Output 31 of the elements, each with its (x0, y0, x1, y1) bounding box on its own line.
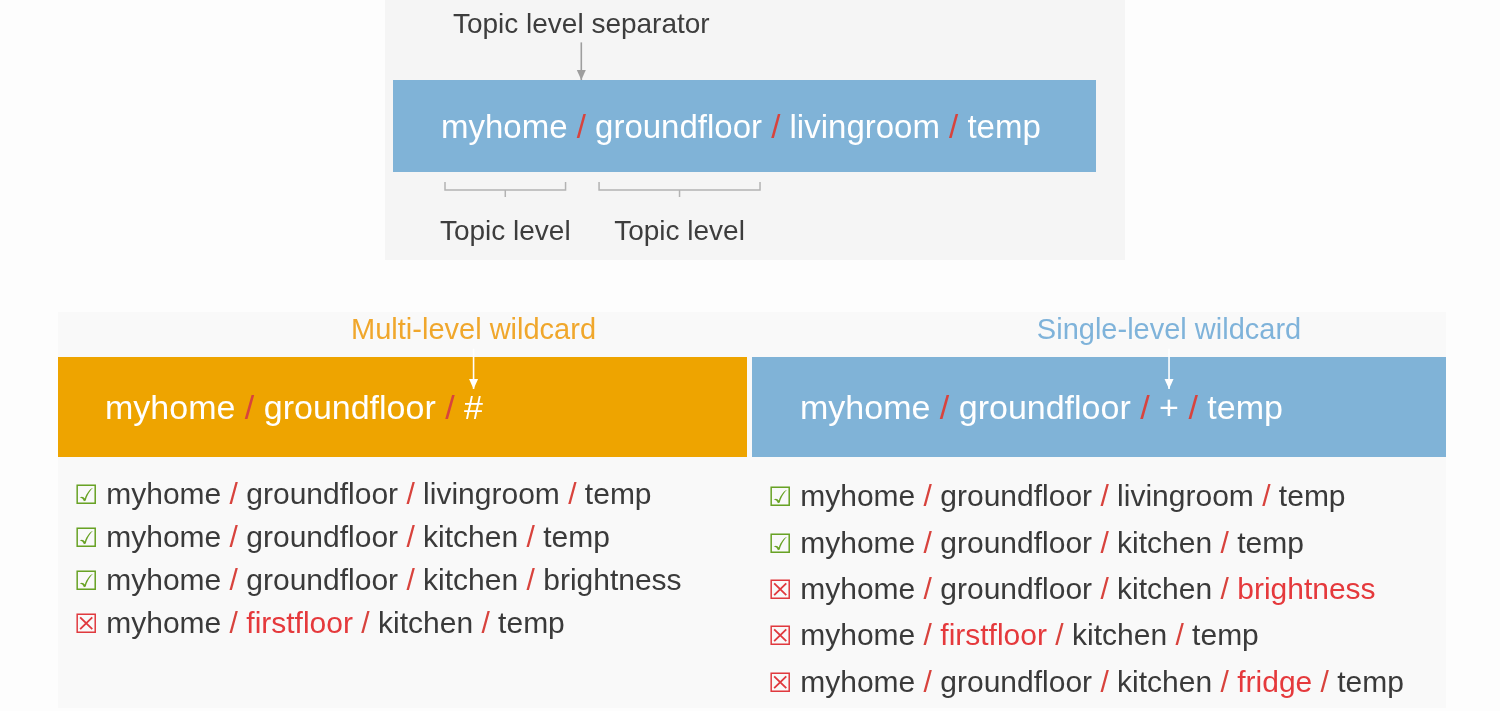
callout-label: Single-level wildcard (1036, 311, 1302, 349)
topic-path: myhome / groundfloor / kitchen / brightness (800, 574, 1376, 604)
crossed-box-icon: ☒ (768, 668, 793, 696)
topic-path: myhome / groundfloor / livingroom / temp (441, 109, 1041, 143)
bracket-label: Topic level (439, 214, 571, 248)
checked-box-icon: ☑ (74, 566, 99, 594)
arrow (469, 347, 479, 390)
callout-label: Topic level separator (452, 6, 710, 43)
topic-path: myhome / groundfloor / kitchen / brightness (106, 565, 682, 595)
crossed-box-icon: ☒ (74, 609, 99, 637)
crossed-box-icon: ☒ (768, 621, 793, 649)
topic-box (58, 357, 747, 457)
checked-box-icon: ☑ (768, 482, 793, 510)
topic-path: myhome / groundfloor / livingroom / temp (106, 479, 652, 509)
topic-path: myhome / groundfloor / kitchen / temp (106, 522, 610, 552)
topic-box (752, 357, 1446, 457)
bracket-label: Topic level (614, 214, 745, 248)
topic-path: myhome / groundfloor / kitchen / temp (800, 528, 1304, 558)
topic-box (393, 80, 1096, 172)
crossed-box-icon: ☒ (768, 575, 793, 603)
topic-path: myhome / groundfloor / # (105, 390, 484, 424)
topic-path: myhome / groundfloor / livingroom / temp (800, 481, 1346, 511)
topic-path: myhome / groundfloor / + / temp (800, 390, 1283, 424)
arrow (576, 41, 586, 81)
topic-path: myhome / firstfloor / kitchen / temp (106, 608, 565, 638)
topic-path: myhome / groundfloor / kitchen / fridge / temp (800, 667, 1404, 697)
checked-box-icon: ☑ (74, 480, 99, 508)
checked-box-icon: ☑ (768, 529, 793, 557)
checked-box-icon: ☑ (74, 523, 99, 551)
topic-path: myhome / firstfloor / kitchen / temp (800, 620, 1259, 650)
callout-label: Multi-level wildcard (351, 311, 597, 349)
